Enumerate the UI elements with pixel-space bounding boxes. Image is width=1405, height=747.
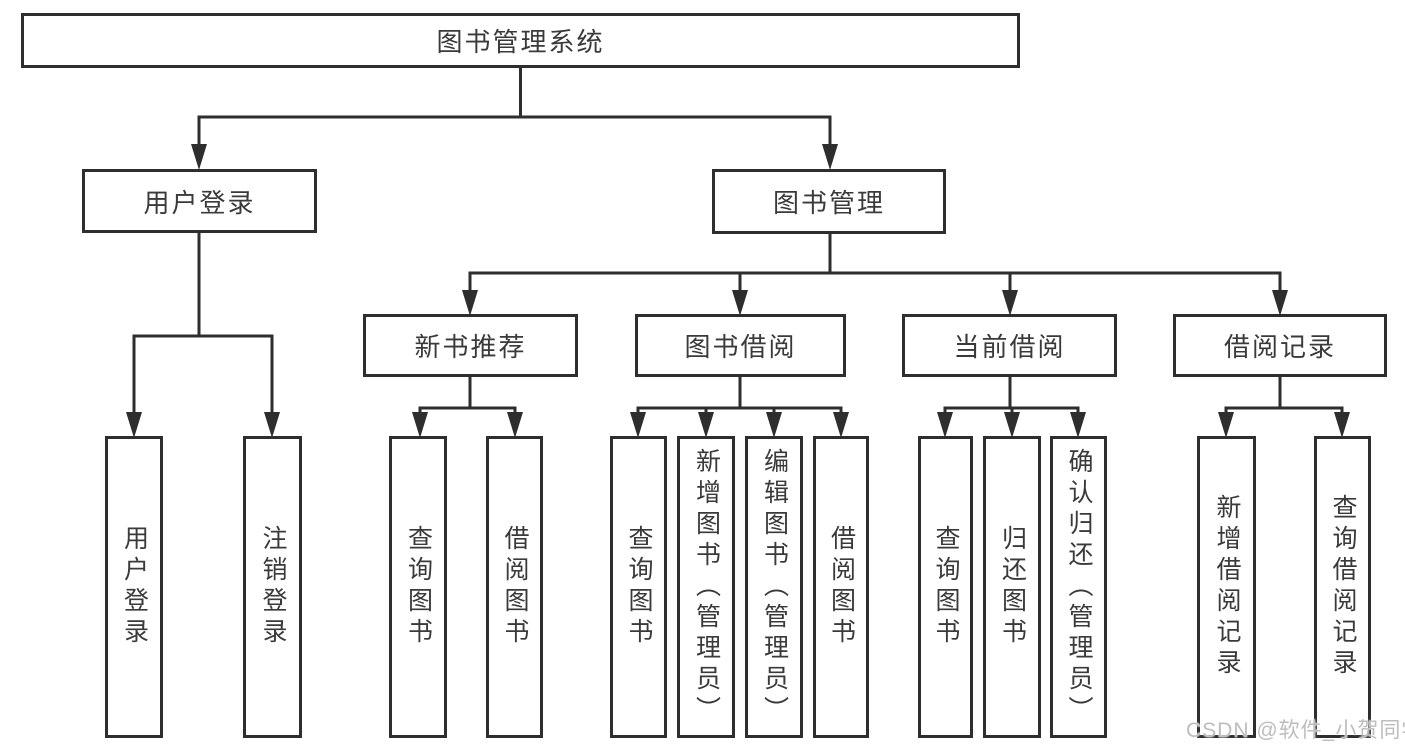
node-book-borrow: 图书借阅: [635, 314, 846, 377]
node-borrow-records-label: 借阅记录: [1223, 332, 1336, 362]
leaf-query-books-current: 查询图书: [918, 436, 973, 738]
node-new-book-recommend: 新书推荐: [363, 314, 578, 377]
leaf-borrow-books-recommend-label: 借阅图书: [501, 525, 529, 649]
leaf-add-book-admin: 新增图书（管理员）: [677, 436, 735, 738]
node-user-login: 用户登录: [82, 169, 317, 233]
leaf-user-login-label: 用户登录: [120, 525, 149, 649]
leaf-borrow-books-recommend: 借阅图书: [486, 436, 543, 738]
node-book-borrow-label: 图书借阅: [684, 332, 797, 362]
leaf-borrow-books-label: 借阅图书: [827, 525, 856, 649]
leaf-add-book-admin-label: 新增图书（管理员）: [692, 447, 721, 727]
leaf-logout-label: 注销登录: [259, 525, 287, 649]
leaf-add-borrow-record: 新增借阅记录: [1197, 436, 1256, 738]
leaf-confirm-return-admin-label: 确认归还（管理员）: [1065, 447, 1093, 727]
leaf-edit-book-admin: 编辑图书（管理员）: [745, 436, 803, 738]
leaf-user-login: 用户登录: [105, 436, 163, 738]
node-root-label: 图书管理系统: [436, 27, 605, 57]
leaf-query-borrow-record: 查询借阅记录: [1314, 436, 1371, 738]
leaf-confirm-return-admin: 确认归还（管理员）: [1050, 436, 1107, 738]
leaf-query-books-recommend: 查询图书: [389, 436, 447, 738]
node-book-management-label: 图书管理: [772, 188, 885, 218]
node-user-login-label: 用户登录: [143, 187, 256, 218]
node-book-management: 图书管理: [712, 169, 946, 234]
watermark: CSDN @软件_小贺同学: [1186, 719, 1405, 742]
leaf-logout: 注销登录: [243, 436, 302, 738]
node-current-borrow: 当前借阅: [902, 314, 1117, 377]
leaf-query-books-recommend-label: 查询图书: [404, 525, 433, 649]
leaf-query-books-borrow-label: 查询图书: [625, 525, 653, 649]
leaf-return-books-label: 归还图书: [998, 525, 1027, 649]
leaf-borrow-books: 借阅图书: [813, 436, 869, 738]
leaf-query-books-borrow: 查询图书: [610, 436, 667, 738]
leaf-query-borrow-record-label: 查询借阅记录: [1329, 494, 1357, 680]
leaf-add-borrow-record-label: 新增借阅记录: [1213, 494, 1241, 680]
node-current-borrow-label: 当前借阅: [953, 332, 1066, 362]
node-new-book-recommend-label: 新书推荐: [414, 332, 527, 362]
leaf-query-books-current-label: 查询图书: [932, 525, 960, 649]
leaf-edit-book-admin-label: 编辑图书（管理员）: [760, 447, 789, 727]
node-root: 图书管理系统: [21, 13, 1020, 68]
leaf-return-books: 归还图书: [983, 436, 1041, 738]
node-borrow-records: 借阅记录: [1173, 314, 1387, 377]
